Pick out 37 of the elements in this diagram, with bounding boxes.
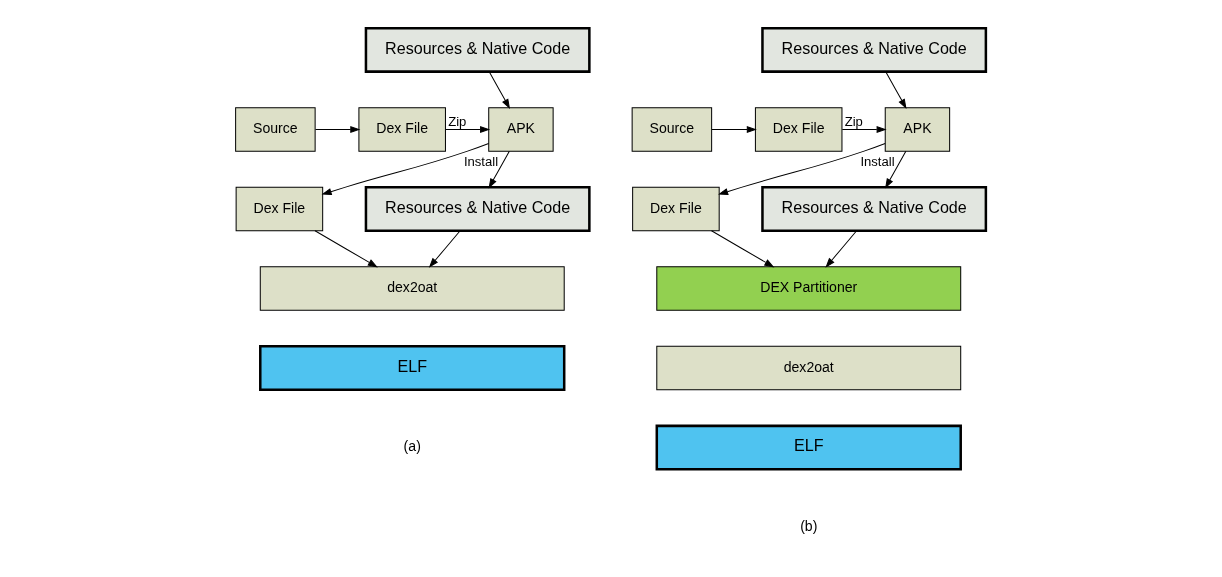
label: (a) [403,438,421,455]
arrow [321,142,490,195]
edge-label: Zip [844,113,863,129]
arrow [825,230,858,268]
arrow [718,142,886,195]
node-box: ELF [655,424,962,471]
node-box: dex2oat [656,345,962,391]
arrow [711,230,775,268]
arrow [488,71,511,109]
node-box: Source [235,107,316,152]
arrow [711,125,757,134]
node-box: APK [884,107,951,152]
arrow [445,125,491,134]
node-box: ELF [259,345,566,391]
node-box: dex2oat [259,266,565,311]
node-box: Resources & Native Code [761,27,988,73]
node-box: Resources & Native Code [364,186,591,232]
arrow [315,125,361,134]
node-box: Resources & Native Code [364,27,591,73]
arrow [314,230,378,268]
node-box: Dex File [754,107,843,152]
arrow [885,150,907,189]
node-box: Source [631,107,713,152]
node-box: Dex File [358,107,446,152]
edge-label: Install [463,153,499,169]
edge-label: Zip [448,113,467,129]
edge-label: Install [860,153,895,169]
arrow [841,125,887,134]
node-box: DEX Partitioner [656,266,962,311]
node-box: Resources & Native Code [761,186,988,232]
label: (b) [800,517,818,534]
node-box: Dex File [632,186,720,232]
arrow [488,150,510,189]
arrow [885,71,907,109]
arrow [428,230,461,268]
node-box: APK [488,107,554,152]
node-box: Dex File [235,186,324,232]
